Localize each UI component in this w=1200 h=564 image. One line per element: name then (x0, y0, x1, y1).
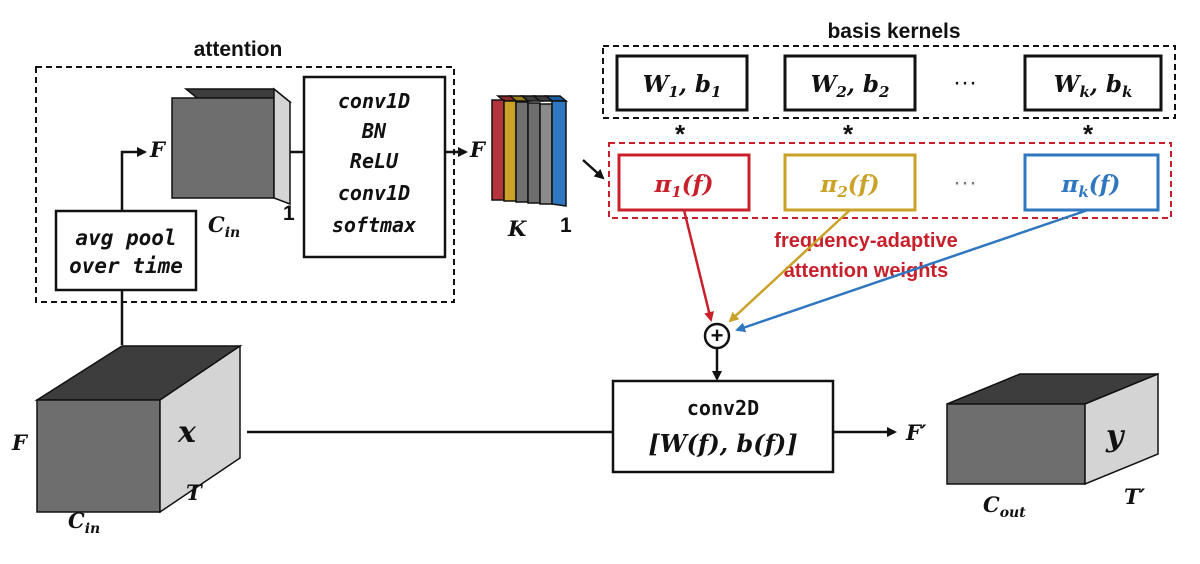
kernel-2: W2, b2 (783, 54, 917, 112)
stack-line-relu: ReLU (350, 149, 399, 173)
avgpool-to-cube-arrow (120, 147, 147, 211)
star-1: * (675, 119, 686, 149)
kernel-dots: ··· (953, 69, 977, 96)
output-T-label: T′ (1124, 484, 1146, 509)
input-T-label: T (186, 480, 203, 505)
stack-line-conv1d-b: conv1D (338, 181, 410, 205)
avgpool-line1: avg pool (75, 226, 176, 250)
conv2d-line2: [W(f), b(f)] (648, 429, 797, 458)
k-stack-F-label: F (469, 137, 487, 162)
weight-2: π2(f) (783, 153, 917, 212)
output-cube (946, 372, 1159, 486)
small-cube (171, 87, 293, 206)
kernel-1: W1, b1 (615, 54, 749, 112)
attention-F-label: F (149, 137, 167, 162)
weight-1-label: π1(f) (654, 171, 714, 201)
output-C-label: Cout (983, 492, 1026, 521)
avgpool-box (54, 209, 198, 292)
conv-stack-lines: conv1D BN ReLU conv1D softmax (332, 89, 416, 237)
output-F-label: F′ (905, 420, 927, 445)
star-2: * (843, 119, 854, 149)
input-x-label: x (177, 415, 197, 450)
kernel-2-label: W2, b2 (811, 71, 890, 101)
stack-line-bn: BN (361, 119, 387, 143)
weights-caption-line1: frequency-adaptive (774, 230, 957, 252)
weights-dashed-box (608, 142, 1172, 219)
weight-1: π1(f) (617, 153, 751, 212)
attention-dashed-box (35, 66, 455, 303)
small-cube-C-label: Cin (208, 212, 240, 241)
kernel-k: Wk, bk (1023, 54, 1163, 112)
attention-title: attention (194, 38, 283, 61)
input-C-label: Cin (68, 508, 100, 537)
weight-k-label: πk(f) (1061, 171, 1121, 201)
blue-arrow (735, 208, 1089, 333)
stack-line-softmax: softmax (332, 213, 416, 237)
input-cube (34, 344, 243, 514)
conv2d-box (611, 379, 835, 474)
weight-dots: ··· (953, 169, 977, 196)
k-stack-one-label: 1 (560, 214, 572, 237)
output-y-label: y (1105, 419, 1126, 454)
stack-to-weights-arrow (582, 159, 605, 180)
attention-output-stack (491, 95, 569, 207)
red-arrow (682, 209, 714, 322)
sum-symbol: + (711, 323, 724, 348)
kernel-k-label: Wk, bk (1054, 71, 1133, 101)
weight-k: πk(f) (1023, 153, 1160, 212)
stack-line-conv1d-a: conv1D (338, 89, 410, 113)
avgpool-line2: over time (69, 254, 183, 278)
weights-caption-line2: attention weights (784, 260, 948, 282)
basis-kernels-dashed-box (602, 45, 1176, 119)
conv2d-line1: conv2D (687, 396, 759, 420)
input-F-label: F (11, 430, 29, 455)
small-cube-one-label: 1 (283, 202, 295, 225)
basis-kernels-title: basis kernels (827, 20, 960, 43)
conv-stack-box (302, 75, 447, 259)
star-k: * (1083, 119, 1094, 149)
k-stack-K-label: K (507, 216, 527, 241)
gold-arrow (728, 209, 851, 323)
weight-2-label: π2(f) (820, 171, 880, 201)
kernel-1-label: W1, b1 (643, 71, 722, 101)
